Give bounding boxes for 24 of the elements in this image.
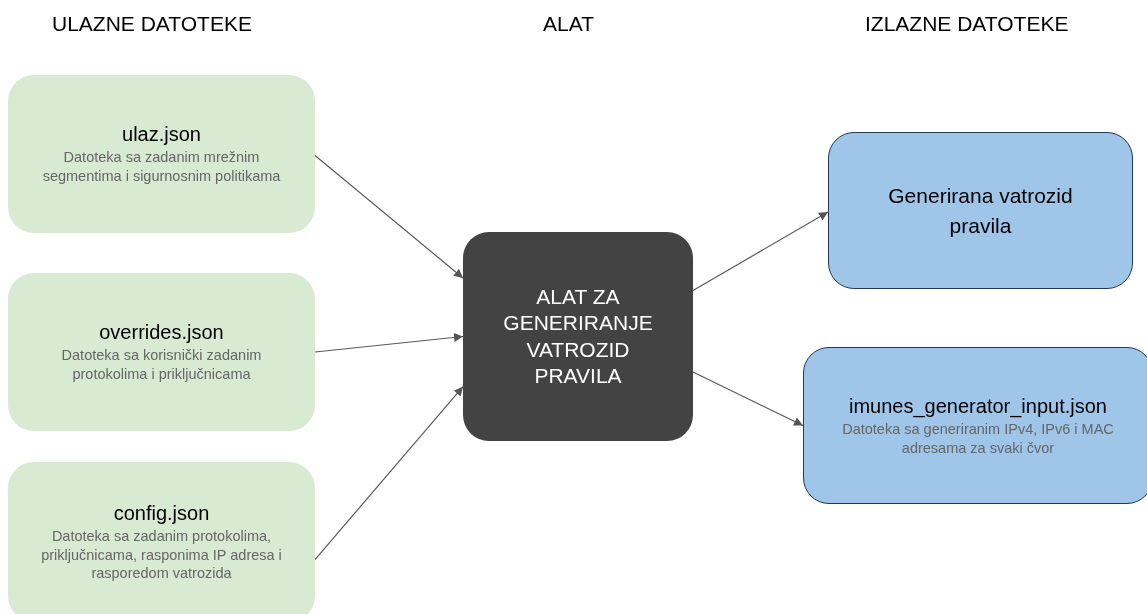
column-heading: ALAT [543, 12, 594, 36]
file-name: overrides.json [99, 320, 224, 345]
file-box [8, 273, 315, 431]
arrow [314, 386, 464, 561]
output-box [803, 347, 1147, 504]
file-name: Generirana vatrozid pravila [887, 183, 1074, 239]
arrow [314, 332, 464, 353]
file-name: config.json [113, 500, 210, 525]
file-name: ulaz.json [122, 122, 201, 147]
arrow [692, 211, 829, 292]
output-box [828, 132, 1133, 289]
file-name: imunes_generator_input.json [849, 393, 1107, 418]
file-description: Datoteka sa generiranim IPv4, IPv6 i MAC adresama za svaki čvor [841, 419, 1115, 458]
file-box [8, 462, 315, 614]
column-heading: IZLAZNE DATOTEKE [865, 12, 1069, 36]
file-description: Datoteka sa zadanim mrežnim segmentima i sigurnosnim politikama [41, 148, 282, 186]
arrow [314, 155, 464, 279]
tool-box [463, 232, 693, 441]
file-description: Datoteka sa zadanim protokolima, priključnicama, rasponima IP adresa i rasporedom vatrozida [40, 526, 283, 584]
file-description: Datoteka sa korisnički zadanim protokolima i priključnicama [60, 346, 263, 384]
column-heading: ULAZNE DATOTEKE [52, 12, 252, 36]
file-box [8, 75, 315, 233]
tool-title: ALAT ZA GENERIRANJE VATROZID PRAVILA [502, 284, 654, 389]
arrow [692, 371, 804, 427]
